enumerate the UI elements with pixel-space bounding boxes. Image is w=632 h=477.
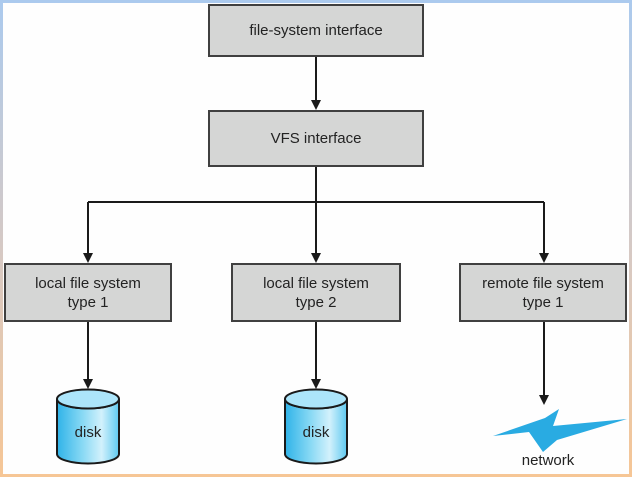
node-label-line1: local file system [263,274,369,292]
node-label-line1: local file system [35,274,141,292]
disk-cylinder-icon [284,388,348,465]
disk-cylinder-icon [56,388,120,465]
node-label-line1: remote file system [482,274,604,292]
node-file-system-interface: file-system interface [208,4,424,57]
node-vfs-interface: VFS interface [208,110,424,167]
node-remote-file-system-type-1: remote file system type 1 [459,263,627,322]
network-label: network [521,452,575,469]
disk-label: disk [302,424,330,441]
network-lightning-icon [493,409,627,452]
node-label-line2: type 2 [295,293,337,311]
node-label-line2: type 1 [67,293,109,311]
node-label: file-system interface [249,22,383,39]
node-label-line2: type 1 [522,293,564,311]
node-local-file-system-type-1: local file system type 1 [4,263,172,322]
diagram-canvas: file-system interface VFS interface loca… [3,3,629,474]
node-label: VFS interface [270,130,362,147]
node-local-file-system-type-2: local file system type 2 [231,263,401,322]
disk-label: disk [74,424,102,441]
